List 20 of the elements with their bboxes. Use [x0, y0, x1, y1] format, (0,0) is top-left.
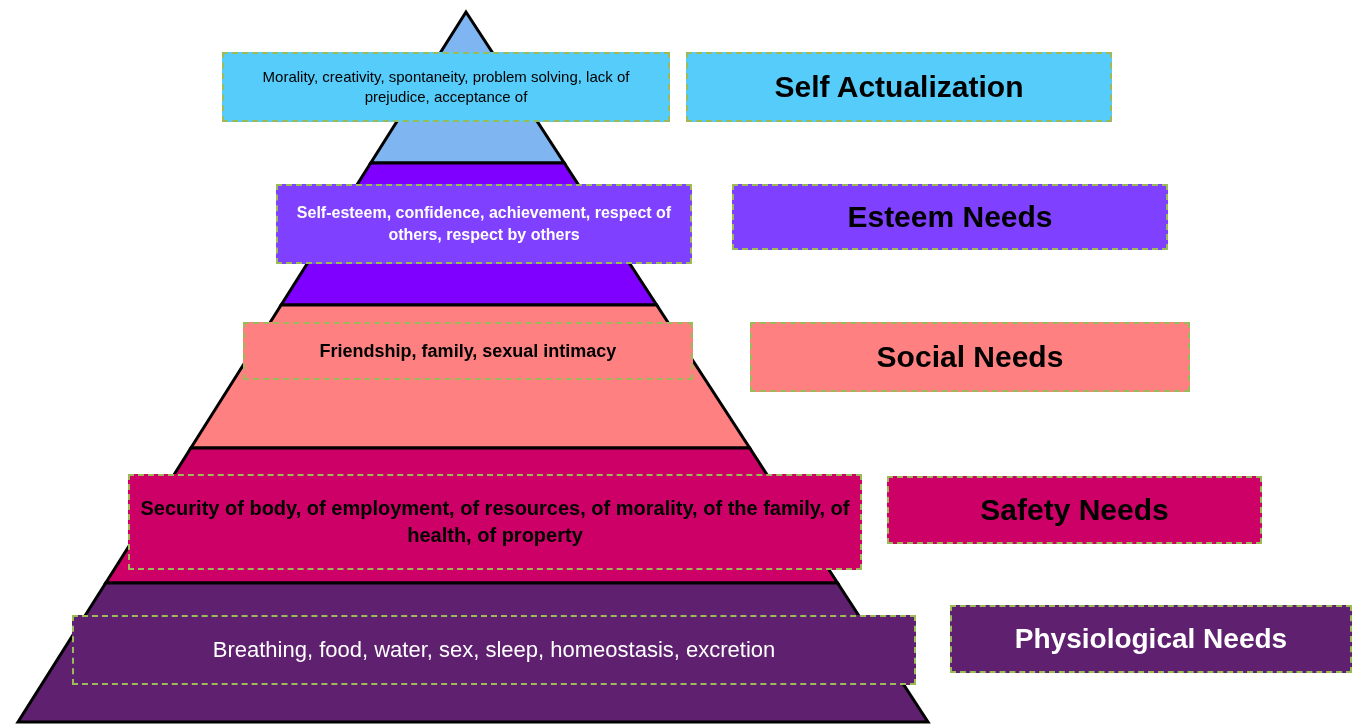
- level-description: Friendship, family, sexual intimacy: [319, 339, 617, 363]
- description-box: [128, 474, 862, 570]
- description-box: [243, 322, 693, 380]
- level-title: Physiological Needs: [1014, 622, 1288, 657]
- description-box: [222, 52, 670, 122]
- level-description: Self-esteem, confidence, achievement, respect of others, respect by others: [295, 203, 673, 245]
- level-description: Security of body, of employment, of resources, of morality, of the family, of health, of property: [140, 496, 850, 548]
- level-title-box: [950, 605, 1352, 673]
- level-title-box: [750, 322, 1190, 392]
- description-box: [276, 184, 692, 264]
- level-title: Esteem Needs: [847, 198, 1053, 235]
- level-title: Social Needs: [876, 338, 1064, 375]
- level-title-box: [887, 476, 1262, 544]
- description-box: [72, 615, 916, 685]
- level-description: Morality, creativity, spontaneity, problem solving, lack of prejudice, acceptance of: [261, 66, 631, 107]
- level-title: Self Actualization: [774, 68, 1024, 105]
- level-description: Breathing, food, water, sex, sleep, homeostasis, excretion: [212, 636, 776, 665]
- level-title-box: [686, 52, 1112, 122]
- level-title: Safety Needs: [980, 491, 1169, 528]
- level-title-box: [732, 184, 1168, 250]
